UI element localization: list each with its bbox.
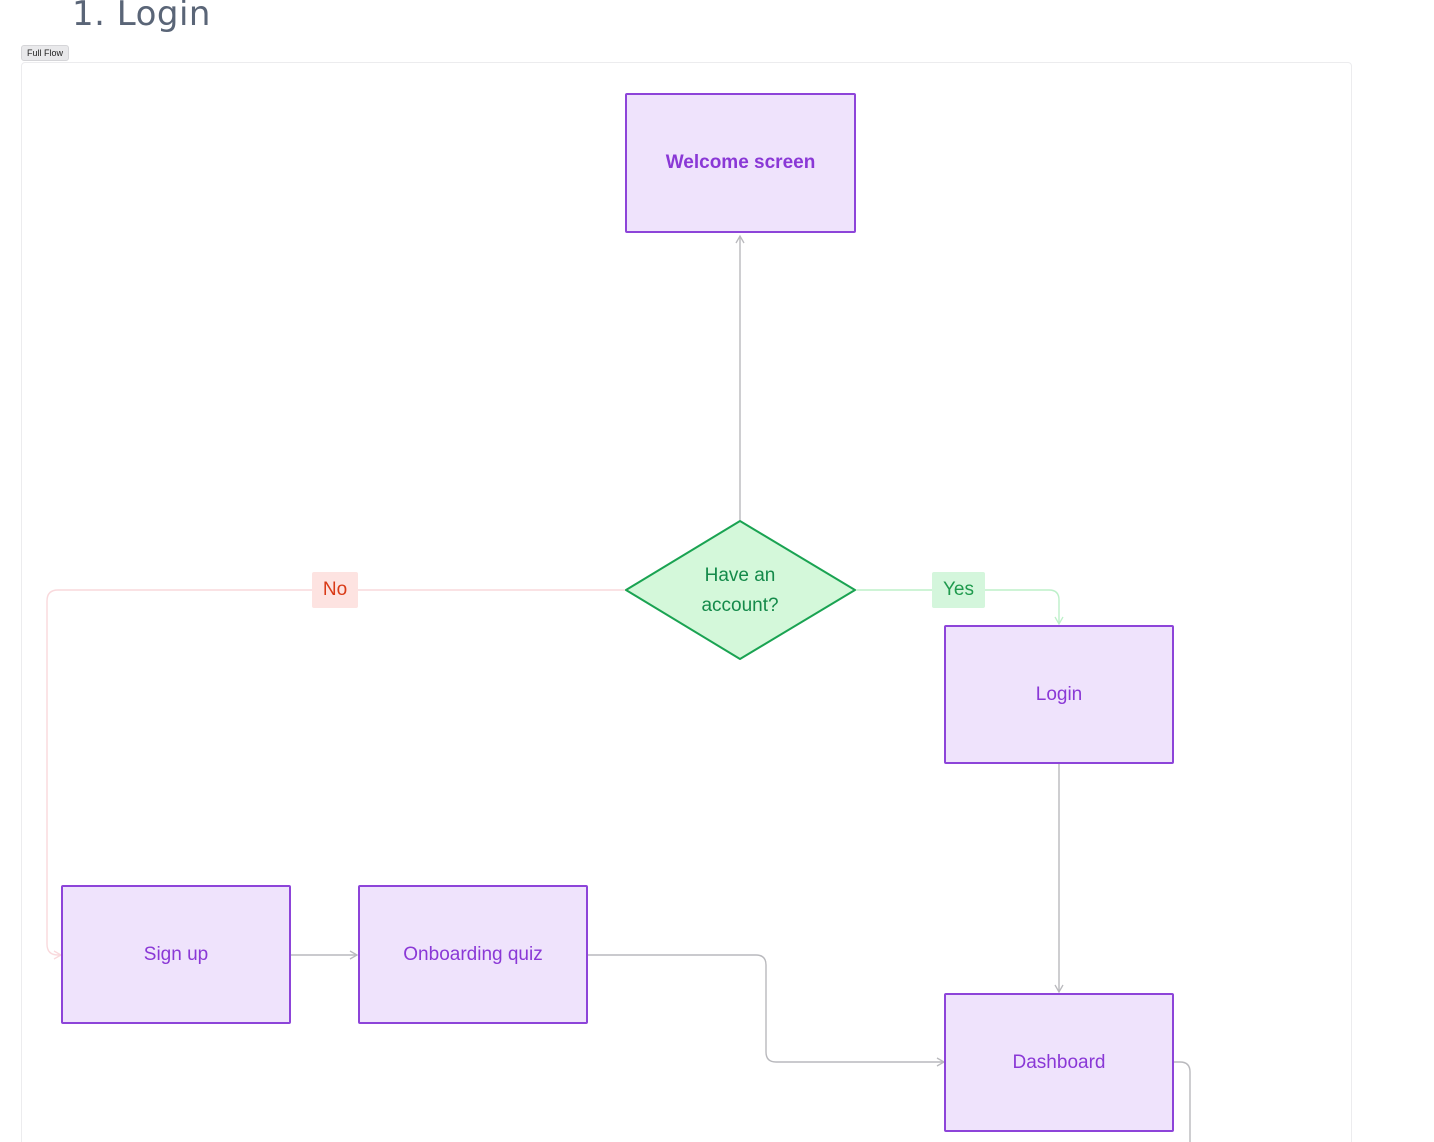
edge-label-yes: Yes [932, 572, 985, 608]
node-onboarding-quiz[interactable]: Onboarding quiz [358, 885, 588, 1024]
flow-tag[interactable]: Full Flow [21, 45, 70, 61]
node-login-label: Login [1035, 683, 1083, 705]
node-dashboard-label: Dashboard [1012, 1051, 1106, 1073]
node-login[interactable]: Login [944, 625, 1174, 764]
node-dashboard[interactable]: Dashboard [944, 993, 1174, 1132]
page-title: 1. Login [72, 0, 211, 34]
node-welcome-screen[interactable]: Welcome screen [625, 93, 856, 233]
node-decision-label[interactable]: Have an account? [701, 565, 779, 616]
node-sign-up[interactable]: Sign up [61, 885, 291, 1024]
edge-label-no: No [312, 572, 358, 608]
node-onboarding-quiz-label: Onboarding quiz [403, 943, 543, 965]
node-welcome-screen-label: Welcome screen [665, 152, 816, 173]
node-sign-up-label: Sign up [143, 943, 209, 965]
